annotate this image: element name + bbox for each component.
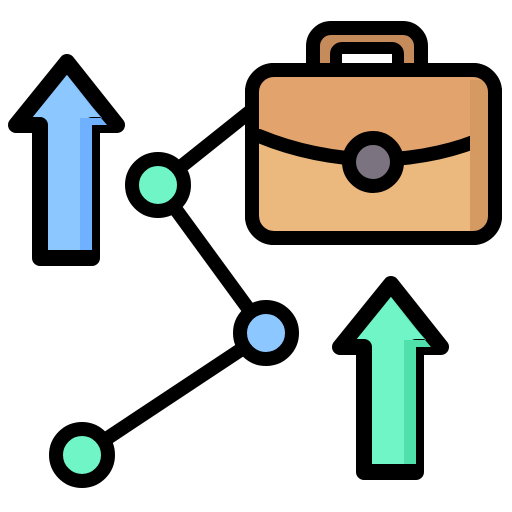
- chart-node-green: [125, 152, 191, 218]
- briefcase-outline: [245, 63, 502, 245]
- chart-node-blue: [233, 300, 299, 366]
- briefcase-shade: [470, 80, 488, 232]
- right-up-arrow-icon: [332, 276, 449, 480]
- chart-node-green: [49, 422, 115, 488]
- briefcase-clasp: [342, 131, 404, 193]
- chart-segment: [75, 326, 273, 462]
- line-chart-icon: [49, 103, 299, 488]
- left-up-arrow-icon: [8, 54, 125, 266]
- briefcase-icon: [245, 21, 502, 245]
- briefcase-flap: [259, 76, 488, 160]
